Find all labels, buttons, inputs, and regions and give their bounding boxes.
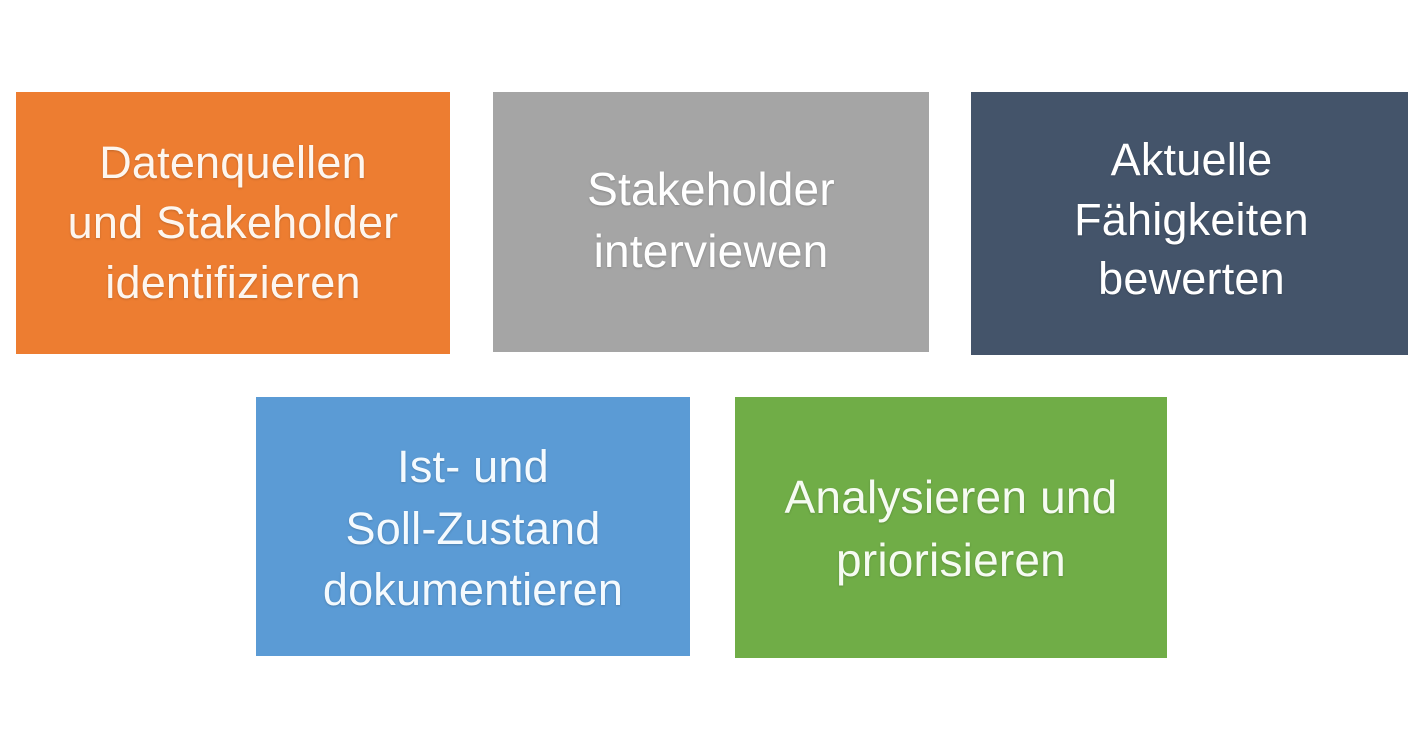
step-box-zustand[interactable]: Ist- und Soll-Zustand dokumentieren [256,397,690,656]
step-label-datenquellen: Datenquellen und Stakeholder identifizie… [67,137,399,308]
step-label-stakeholder: Stakeholder interviewen [587,162,835,277]
step-label-analysieren: Analysieren und priorisieren [784,470,1118,586]
step-box-datenquellen[interactable]: Datenquellen und Stakeholder identifizie… [16,92,450,354]
step-label-zustand: Ist- und Soll-Zustand dokumentieren [322,441,624,616]
step-box-faehigkeiten[interactable]: Aktuelle Fähigkeiten bewerten [971,92,1408,355]
step-label-faehigkeiten: Aktuelle Fähigkeiten bewerten [1074,133,1309,305]
step-box-stakeholder[interactable]: Stakeholder interviewen [493,92,929,352]
step-box-analysieren[interactable]: Analysieren und priorisieren [735,397,1167,658]
